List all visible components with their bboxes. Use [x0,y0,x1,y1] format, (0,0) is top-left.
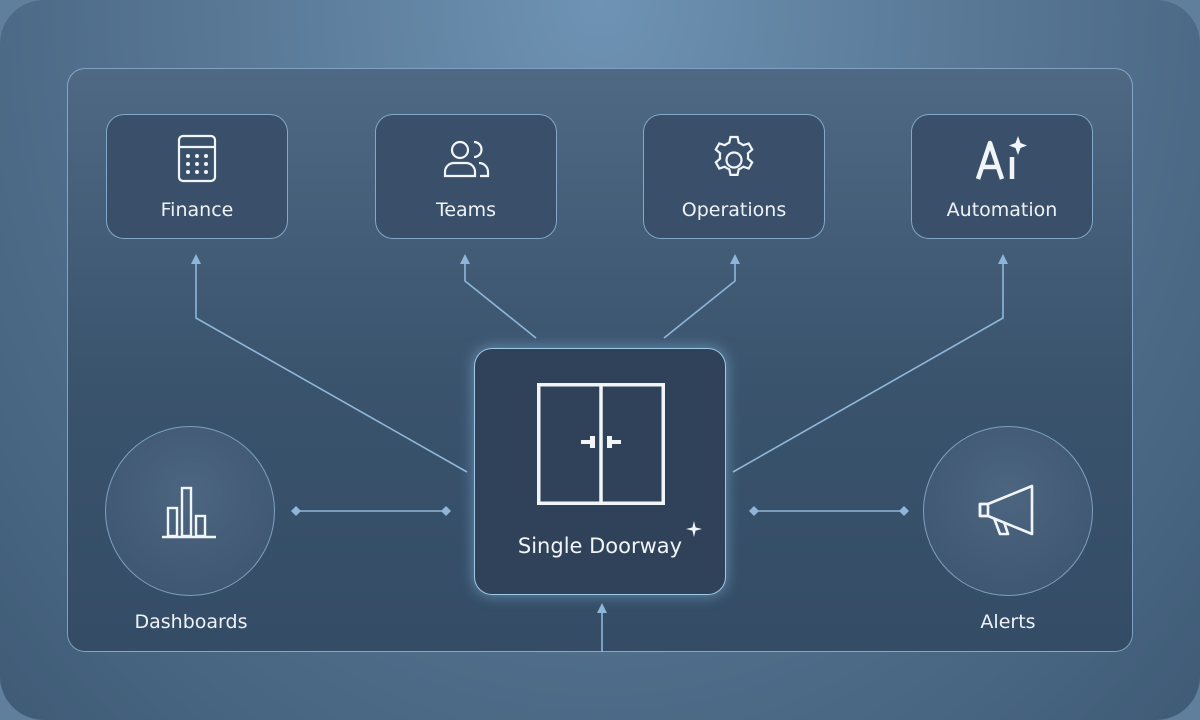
connector-automation [732,262,1004,473]
single-doorway-card[interactable]: Single Doorway [474,348,726,595]
dashboards-node[interactable] [105,426,275,596]
arrowhead-automation [998,254,1008,264]
users-icon [443,140,490,178]
operations-label: Operations [681,199,787,221]
arrowhead-teams [460,254,470,264]
finance-card[interactable]: Finance [106,114,288,239]
single-doorway-label: Single Doorway [517,534,683,558]
dashboards-label: Dashboards [134,611,248,633]
teams-card[interactable]: Teams [375,114,557,239]
megaphone-icon [978,484,1034,536]
operations-card[interactable]: Operations [643,114,825,239]
alerts-label: Alerts [980,611,1036,633]
calculator-icon [177,134,217,183]
ai-sparkle-icon [975,136,1027,180]
diamond-dashboards-right [441,506,451,516]
bar-chart-icon [162,486,216,539]
sparkle-icon [686,521,702,537]
connector-teams [464,262,537,339]
diamond-alerts-left [749,506,759,516]
diamond-dashboards-left [291,506,301,516]
arrowhead-finance [191,254,201,264]
teams-label: Teams [435,199,497,221]
gear-icon [714,135,754,176]
connector-finance [195,262,468,473]
arrowhead-operations [730,254,740,264]
connector-operations [663,262,736,339]
arrowhead-center [597,603,607,613]
automation-label: Automation [946,199,1058,221]
automation-card[interactable]: Automation [911,114,1093,239]
finance-label: Finance [160,199,234,221]
alerts-node[interactable] [923,426,1093,596]
diamond-alerts-right [899,506,909,516]
double-door-icon [537,383,665,505]
